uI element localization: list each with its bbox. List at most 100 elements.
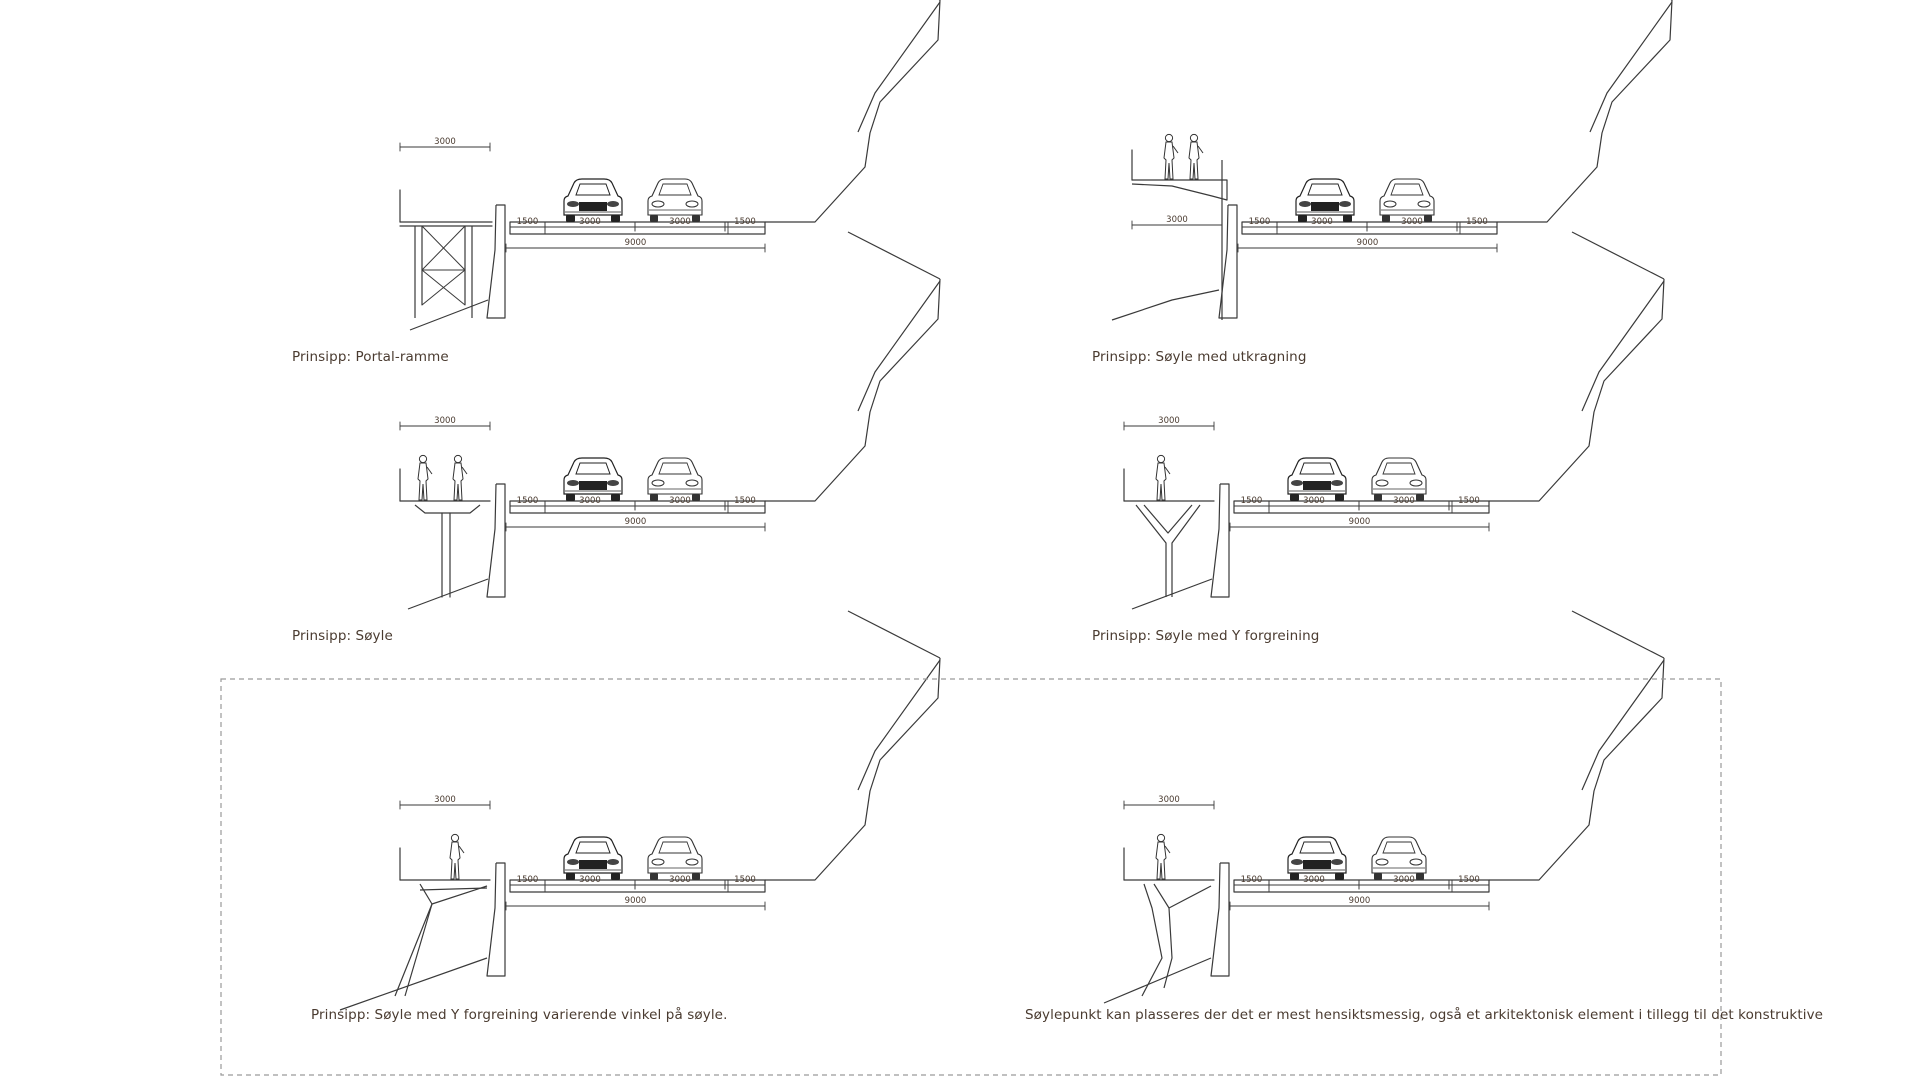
hillside-profile [1497,0,1673,223]
retaining-wall [486,483,506,598]
panel-soyle: 1500 3000 3000 1500 9000 3000 [399,231,941,610]
dim-total-label: 9000 [625,896,647,906]
pedestrian-2 [1188,133,1204,180]
y-branch-right [1171,504,1201,597]
dim-total-label: 9000 [625,517,647,527]
hillside-inner-line [1581,659,1665,791]
hillside-profile [765,657,941,881]
ground-line [339,957,488,1011]
hillside-top-slope [1571,231,1665,280]
pedestrian-1 [1155,454,1171,501]
hillside-inner-line [857,280,941,412]
dim-total-label: 9000 [625,238,647,248]
dim-total-label: 9000 [1349,896,1371,906]
car-light [1371,836,1427,881]
dim-seg2-label: 3000 [579,875,601,885]
ground-line [1103,957,1212,1004]
road-slab [1233,880,1490,893]
caption-soylepunkt: Søylepunkt kan plasseres der det er mest… [1025,1007,1824,1023]
car-light [1371,457,1427,502]
retaining-wall [486,862,506,977]
brace-d [421,269,466,306]
caption-soyle-med-utkragning: Prinsipp: Søyle med utkragning [1092,349,1307,365]
road-slab [509,222,766,235]
caption-soyle-med-y: Prinsipp: Søyle med Y forgreining [1092,628,1320,644]
car-dark [563,836,623,881]
ground-line [1131,578,1213,610]
deck-haunch [414,504,481,514]
retaining-wall [1210,483,1230,598]
dim-walkway-label: 3000 [1166,215,1188,225]
car-dark [1287,836,1347,881]
ground-line [409,299,489,331]
ground-line [407,578,489,610]
pedestrian-2 [452,454,468,501]
hillside-top-slope [847,610,941,659]
dim-seg1-label: 1500 [517,496,539,506]
dim-seg3-label: 3000 [1393,875,1415,885]
dim-seg3-label: 3000 [669,496,691,506]
road-slab [1233,501,1490,514]
dim-seg1-label: 1500 [1241,496,1263,506]
caption-soyle-med-y-vinkel: Prinsipp: Søyle med Y forgreining varier… [311,1007,728,1023]
dim-seg2-label: 3000 [1303,496,1325,506]
hillside-profile [765,278,941,502]
y-branch-left [1135,504,1167,597]
car-light [1379,178,1435,223]
pedestrian-1 [1155,833,1171,880]
retaining-wall [486,204,506,319]
hillside-profile [1489,657,1665,881]
hillside-top-slope [1571,610,1665,659]
hillside-profile [1489,278,1665,502]
dim-seg4-label: 1500 [734,496,756,506]
dim-seg2-label: 3000 [1311,217,1333,227]
dim-total-label: 9000 [1349,517,1371,527]
highlight-frame [220,678,1722,1076]
brace-b [421,225,466,271]
dim-seg4-label: 1500 [1466,217,1488,227]
caption-soyle: Prinsipp: Søyle [292,628,393,644]
dim-seg3-label: 3000 [669,217,691,227]
hillside-inner-line [1581,280,1665,412]
dim-seg2-label: 3000 [579,496,601,506]
pedestrian-1 [1163,133,1179,180]
pedestrian-1 [417,454,433,501]
road-slab [509,880,766,893]
hillside-inner-line [1589,1,1673,133]
dim-walkway-label: 3000 [434,795,456,805]
dim-seg1-label: 1500 [517,217,539,227]
dim-seg2-label: 3000 [579,217,601,227]
ground-line [1111,289,1220,321]
car-light [647,836,703,881]
road-slab [509,501,766,514]
cantilever-bracket [1131,180,1228,201]
hillside-top-slope [847,231,941,280]
car-dark [563,457,623,502]
road-slab [1241,222,1498,235]
dim-walkway-label: 3000 [434,416,456,426]
pedestrian-1 [449,833,465,880]
hillside-inner-line [857,659,941,791]
retaining-wall [1210,862,1230,977]
car-dark [563,178,623,223]
dim-seg3-label: 3000 [1401,217,1423,227]
dim-walkway-label: 3000 [434,137,456,147]
dim-seg4-label: 1500 [1458,496,1480,506]
dim-walkway-label: 3000 [1158,795,1180,805]
shaped-column-left [1141,883,1163,997]
car-light [647,178,703,223]
dim-seg2-label: 3000 [1303,875,1325,885]
caption-portal-ramme: Prinsipp: Portal-ramme [292,349,449,365]
dim-seg1-label: 1500 [1249,217,1271,227]
inclined-strut-inner [404,903,433,997]
deck-soffit [419,887,488,891]
dim-seg4-label: 1500 [734,875,756,885]
dim-seg3-label: 3000 [669,875,691,885]
